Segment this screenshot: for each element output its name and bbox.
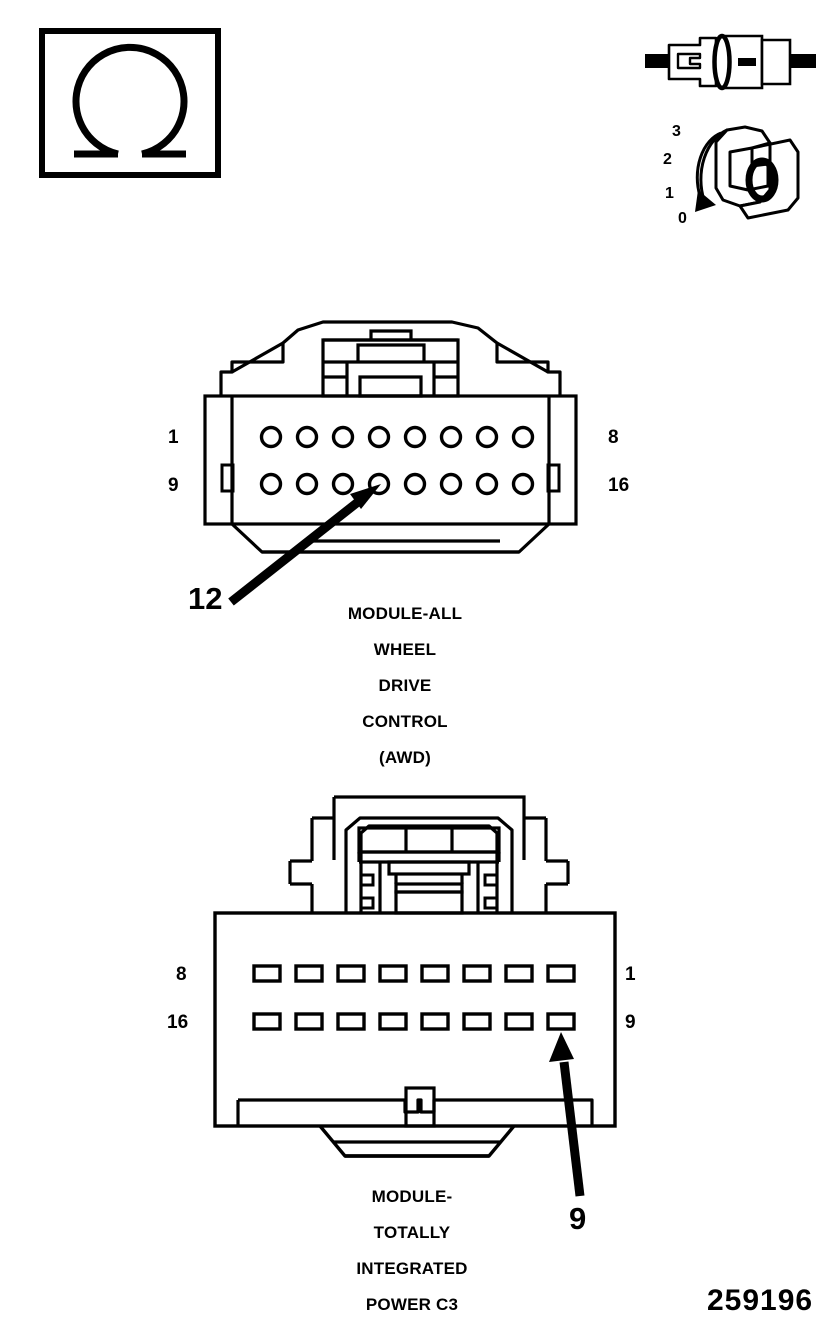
tipm-right-label-row1: 1: [625, 964, 636, 985]
awd-connector-body: [203, 320, 578, 554]
tipm-connector-caption: MODULE- TOTALLY INTEGRATED POWER C3: [282, 1187, 542, 1315]
ignition-position-2: 2: [663, 151, 672, 168]
ohmmeter-symbol: [39, 28, 221, 178]
awd-left-label-row2: 9: [168, 475, 179, 496]
ignition-position-3: 3: [672, 123, 681, 140]
awd-callout-label: 12: [188, 581, 223, 616]
awd-pin-row-top: [259, 425, 535, 449]
awd-caption-line-5: (AWD): [379, 748, 431, 767]
tipm-right-label-row2: 9: [625, 1012, 636, 1033]
awd-right-label-row1: 8: [608, 427, 619, 448]
tipm-pin-row-bottom: [252, 1012, 576, 1031]
ignition-switch-symbol: [695, 125, 800, 220]
awd-right-label-row2: 16: [608, 475, 630, 496]
tipm-left-label-row1: 8: [176, 964, 187, 985]
inline-connector-symbol: [645, 33, 816, 91]
figure-id-number: 259196: [707, 1284, 814, 1317]
awd-left-label-row1: 1: [168, 427, 179, 448]
ignition-position-1: 1: [665, 185, 674, 202]
awd-connector-caption: MODULE-ALL WHEEL DRIVE CONTROL (AWD): [275, 604, 535, 768]
tipm-caption-line-1: MODULE-: [371, 1187, 453, 1206]
tipm-callout-label: 9: [569, 1201, 587, 1236]
tipm-caption-line-3: INTEGRATED: [356, 1259, 468, 1278]
awd-caption-line-3: DRIVE: [378, 676, 432, 695]
tipm-caption-line-4: POWER C3: [365, 1295, 459, 1314]
tipm-pin-row-top: [252, 964, 576, 983]
awd-caption-line-4: CONTROL: [362, 712, 448, 731]
tipm-caption-line-2: TOTALLY: [373, 1223, 451, 1242]
awd-callout-arrow: [228, 484, 381, 606]
ignition-position-0: 0: [678, 210, 687, 227]
awd-caption-line-1: MODULE-ALL: [347, 604, 463, 623]
tipm-callout-arrow: [549, 1032, 585, 1197]
tipm-left-label-row2: 16: [167, 1012, 189, 1033]
tipm-connector-body: [213, 795, 617, 1158]
awd-pin-row-bottom: [259, 472, 535, 496]
awd-caption-line-2: WHEEL: [373, 640, 437, 659]
